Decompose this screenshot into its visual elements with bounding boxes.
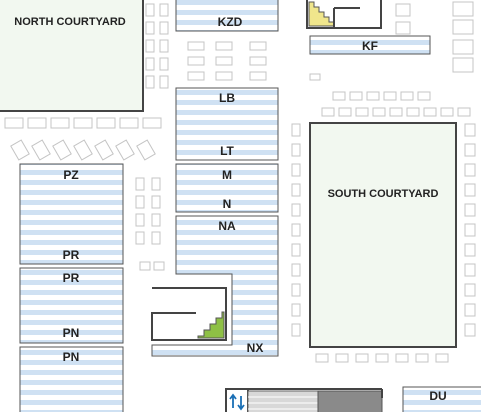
- table-cluster: [4, 117, 162, 161]
- section-pn-label-top: PN: [63, 326, 80, 340]
- table-cluster: [145, 3, 169, 89]
- section-m-n[interactable]: M N: [175, 163, 279, 213]
- section-pz-pr[interactable]: PZ PR: [19, 163, 124, 265]
- section-pr-pn[interactable]: PR PN: [19, 267, 124, 344]
- section-pn[interactable]: PN: [19, 346, 124, 412]
- section-nx-label: NX: [247, 341, 264, 355]
- section-pn-label-bottom: PN: [63, 350, 80, 364]
- stairs-icon[interactable]: [306, 0, 382, 29]
- section-kzd-label: KZD: [218, 15, 243, 29]
- section-kzd[interactable]: KZD: [175, 0, 279, 32]
- section-pz-label: PZ: [63, 168, 78, 182]
- table-cluster: [309, 73, 471, 117]
- section-du[interactable]: DU: [402, 386, 481, 412]
- table-cluster: [464, 123, 476, 337]
- escalator-block: [226, 388, 383, 412]
- section-lb-lt[interactable]: LB LT: [175, 87, 279, 161]
- section-pr-label-top: PR: [63, 248, 80, 262]
- table-cluster: [135, 177, 165, 271]
- section-na-label: NA: [218, 219, 236, 233]
- table-cluster: [187, 41, 267, 81]
- north-courtyard[interactable]: NORTH COURTYARD: [0, 0, 144, 112]
- north-courtyard-label: NORTH COURTYARD: [14, 16, 125, 28]
- section-na-nx[interactable]: NA NX: [151, 215, 279, 357]
- section-du-label: DU: [429, 389, 446, 403]
- stairs-icon[interactable]: [151, 287, 227, 341]
- section-lt-label: LT: [220, 144, 234, 158]
- section-lb-label: LB: [219, 91, 235, 105]
- section-n-label: N: [223, 197, 232, 211]
- south-courtyard[interactable]: SOUTH COURTYARD: [309, 122, 457, 348]
- table-cluster: [395, 1, 474, 73]
- south-courtyard-label: SOUTH COURTYARD: [328, 188, 439, 200]
- section-pr-label-bottom: PR: [63, 271, 80, 285]
- section-m-label: M: [222, 168, 232, 182]
- section-kf[interactable]: KF: [309, 35, 431, 55]
- section-kf-label: KF: [362, 39, 378, 53]
- table-cluster: [315, 353, 449, 363]
- elevator-icon[interactable]: [225, 388, 249, 412]
- table-cluster: [291, 123, 301, 337]
